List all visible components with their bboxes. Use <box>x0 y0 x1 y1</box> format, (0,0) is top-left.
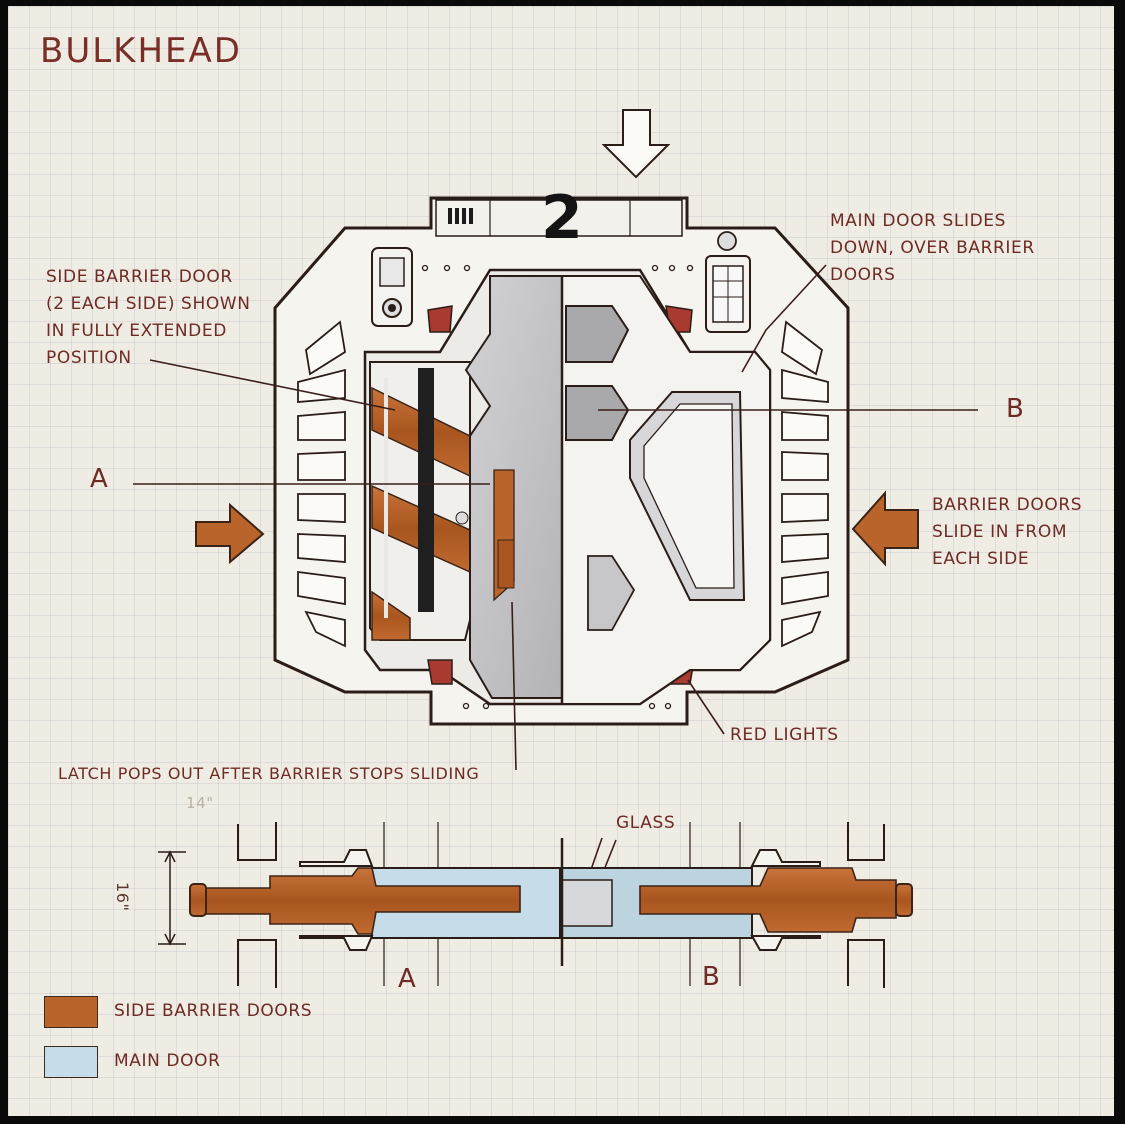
callout-latch: LATCH POPS OUT AFTER BARRIER STOPS SLIDI… <box>58 764 480 783</box>
left-rib-slots <box>297 320 346 648</box>
legend-swatch-main-door <box>44 1046 98 1078</box>
control-panel-left <box>371 247 413 327</box>
door-number: 2 <box>541 183 583 253</box>
dimension-width: 14" <box>186 794 214 812</box>
callout-side-barrier-door: SIDE BARRIER DOOR (2 EACH SIDE) SHOWN IN… <box>46 267 251 368</box>
control-panel-right <box>705 231 751 333</box>
right-rib-slots <box>781 320 829 648</box>
section-view <box>158 822 913 988</box>
section-label-a-bottom: A <box>398 964 417 994</box>
legend-label-main-door: MAIN DOOR <box>114 1051 221 1071</box>
section-label-b-top: B <box>1006 394 1025 424</box>
arrow-right-icon <box>195 502 265 565</box>
section-label-b-bottom: B <box>702 962 721 992</box>
main-door <box>464 275 771 705</box>
section-label-a-top: A <box>90 464 109 494</box>
callout-barrier-doors-slide: BARRIER DOORS SLIDE IN FROM EACH SIDE <box>932 495 1083 569</box>
callout-red-lights: RED LIGHTS <box>730 725 839 745</box>
legend-swatch-barrier <box>44 996 98 1028</box>
callout-glass: GLASS <box>616 813 676 833</box>
leader-lines <box>133 264 978 901</box>
arrow-down-icon <box>601 109 671 179</box>
drawing-title: BULKHEAD <box>40 31 242 71</box>
legend-label-barrier: SIDE BARRIER DOORS <box>114 1001 313 1021</box>
side-barrier-doors <box>369 361 471 641</box>
callout-main-door-slides: MAIN DOOR SLIDES DOWN, OVER BARRIER DOOR… <box>830 211 1035 285</box>
dimension-height: 16" <box>113 882 132 912</box>
arrow-left-icon <box>851 490 919 567</box>
